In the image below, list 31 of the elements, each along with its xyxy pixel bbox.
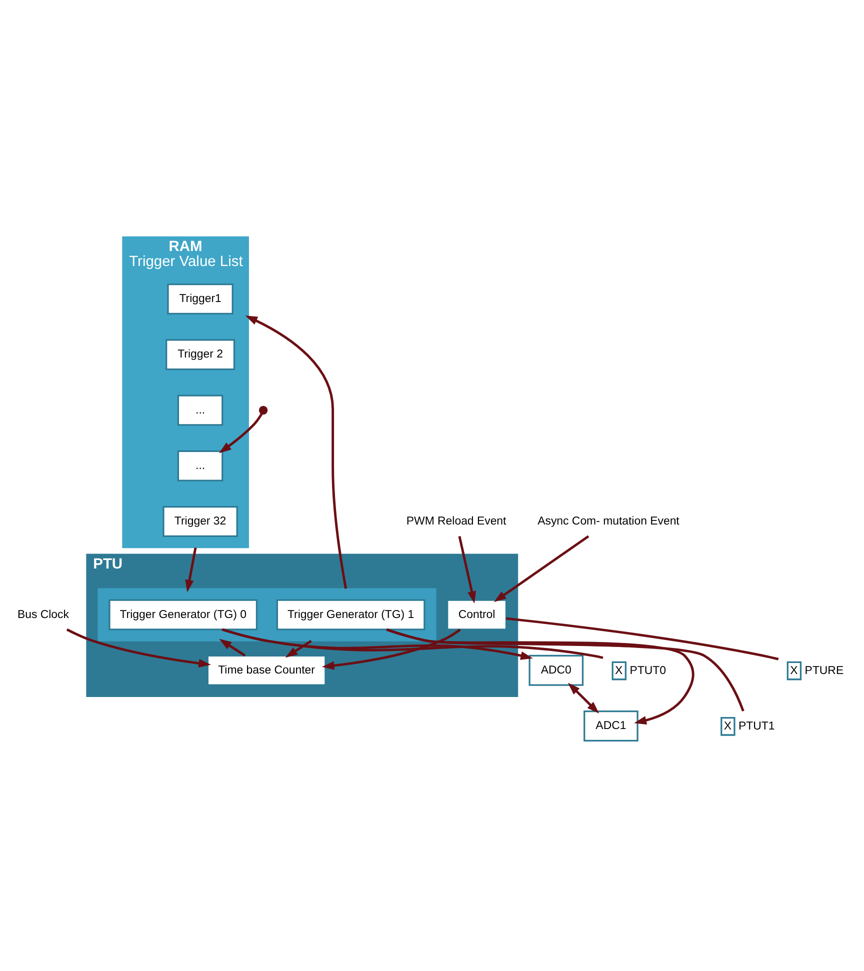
arrow: [218, 412, 263, 454]
node-box: Trigger Generator (TG) 1: [276, 599, 426, 630]
cluster: [98, 588, 436, 642]
connector: [506, 617, 779, 660]
node-box: ADC1: [584, 710, 638, 742]
node-box: Trigger 32: [162, 506, 238, 538]
arrow: [185, 547, 197, 592]
node-box: Control: [446, 599, 508, 630]
node-box: ...: [177, 450, 224, 482]
arrow: [494, 535, 590, 602]
node-box: Trigger1: [167, 283, 234, 315]
arrow: [322, 628, 461, 670]
connector: [386, 628, 744, 712]
node-box: Trigger 2: [166, 339, 236, 370]
node-label: PTUT1: [738, 720, 775, 732]
node-circle: [258, 406, 268, 415]
node-text: Async Com- mutation Event: [538, 516, 680, 528]
node-box: Time base Counter: [206, 654, 326, 686]
node-box: Trigger Generator (TG) 0: [108, 599, 258, 630]
node-box: ...: [177, 394, 224, 426]
arrow: [66, 628, 211, 668]
arrow: [219, 638, 246, 657]
node-text: PWM Reload Event: [406, 516, 506, 528]
node-box: ADC0: [528, 654, 584, 686]
node-label: PTUT0: [630, 664, 666, 677]
arrow: [568, 682, 600, 714]
node-text: Bus Clock: [17, 608, 69, 621]
node-label: PTURE: [804, 664, 844, 677]
arrow: [285, 640, 312, 658]
connector: [222, 628, 604, 659]
arrow: [245, 316, 348, 589]
